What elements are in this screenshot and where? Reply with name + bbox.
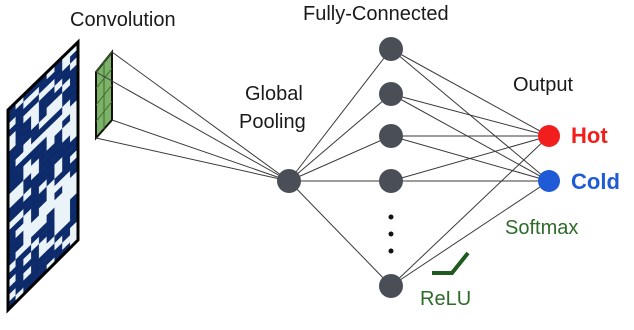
connection-line (390, 48, 550, 137)
connection-line (111, 119, 290, 182)
fully-connected-nodes (379, 37, 403, 298)
input-image-grid (7, 41, 79, 311)
hot-label: Hot (571, 123, 608, 148)
ellipsis-dot (388, 231, 394, 237)
ellipsis-dot (388, 214, 394, 220)
connection-lines (95, 48, 550, 287)
output-label: Output (513, 74, 574, 96)
input-image-border (6, 38, 80, 314)
connection-line (95, 137, 290, 182)
relu-label: ReLU (420, 288, 472, 310)
connection-line (288, 135, 392, 182)
cold-label: Cold (571, 169, 620, 194)
connection-line (288, 180, 392, 287)
fully-connected-label: Fully-Connected (303, 3, 449, 25)
fc-node (379, 82, 403, 106)
fc-node (379, 124, 403, 148)
connection-line (390, 135, 550, 287)
connection-line (390, 93, 550, 182)
global-pooling-label-line2: Pooling (239, 111, 306, 133)
ellipsis-dot (388, 248, 394, 254)
connection-line (390, 93, 550, 137)
fc-node (379, 274, 403, 298)
connection-line (288, 48, 392, 182)
connection-line (288, 93, 392, 182)
softmax-label: Softmax (505, 217, 579, 239)
ellipsis-dots (388, 214, 394, 254)
global-pooling-node (277, 169, 301, 193)
convolution-kernel (95, 49, 113, 141)
convolution-label: Convolution (70, 9, 176, 31)
hot-output-node (538, 125, 560, 147)
fc-node (379, 37, 403, 61)
relu-icon (432, 251, 470, 275)
cold-output-node (538, 170, 560, 192)
fc-node (379, 169, 403, 193)
connection-line (111, 51, 290, 182)
global-pooling-label-line1: Global (245, 83, 303, 105)
connection-line (390, 135, 550, 182)
connection-line (390, 180, 550, 287)
connection-line (95, 71, 290, 182)
